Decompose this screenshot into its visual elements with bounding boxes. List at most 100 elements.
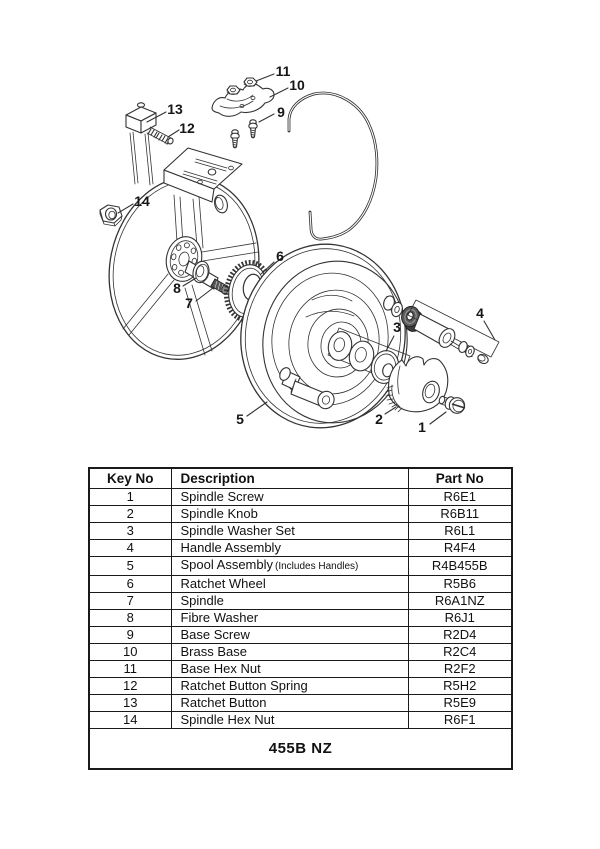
part-base-hex-nuts — [226, 77, 258, 95]
callout-8-label: 8 — [173, 280, 181, 296]
callout-2-label: 2 — [375, 411, 383, 427]
description-text: Base Hex Nut — [180, 661, 261, 677]
part-ratchet-button-spring — [146, 126, 174, 145]
table-row: 7 Spindle R6A1NZ — [88, 592, 513, 610]
part-handle-assembly — [407, 299, 500, 365]
key-cell: 6 — [88, 575, 172, 593]
description-text: Ratchet Button Spring — [180, 678, 308, 694]
callout-9-label: 9 — [277, 104, 285, 120]
table-row: 6 Ratchet Wheel R5B6 — [88, 575, 513, 593]
description-cell: Fibre Washer — [170, 609, 409, 627]
table-row: 8 Fibre Washer R6J1 — [88, 609, 513, 627]
callout-11: 11 — [255, 63, 291, 82]
exploded-diagram: 1 2 3 4 5 6 7 8 9 10 11 12 — [99, 63, 500, 435]
part-spindle-hex-nut — [99, 204, 123, 227]
key-cell: 5 — [88, 556, 172, 576]
callout-1: 1 — [418, 411, 447, 435]
part-cell: R6B11 — [407, 505, 513, 523]
part-cell: R2D4 — [407, 626, 513, 644]
key-cell: 8 — [88, 609, 172, 627]
description-text: Spindle Knob — [180, 506, 258, 522]
key-cell: 14 — [88, 711, 172, 729]
description-text: Spool Assembly — [180, 557, 274, 573]
table-footer-row: 455B NZ — [88, 728, 513, 770]
key-cell: 11 — [88, 660, 172, 678]
description-text: Base Screw — [180, 627, 250, 643]
description-cell: Spindle Washer Set — [170, 522, 409, 540]
part-cell: R5E9 — [407, 694, 513, 712]
description-cell: Handle Assembly — [170, 539, 409, 557]
part-cell: R5H2 — [407, 677, 513, 695]
description-cell: Base Hex Nut — [170, 660, 409, 678]
header-key-no: Key No — [88, 467, 172, 489]
callout-14: 14 — [117, 193, 150, 214]
part-cell: R6L1 — [407, 522, 513, 540]
part-cell: R2C4 — [407, 643, 513, 661]
table-row: 10 Brass Base R2C4 — [88, 643, 513, 661]
callout-11-label: 11 — [276, 63, 291, 79]
key-cell: 4 — [88, 539, 172, 557]
parts-table: Key No Description Part No 1 Spindle Scr… — [88, 467, 513, 770]
table-row: 4 Handle Assembly R4F4 — [88, 539, 513, 557]
callout-5: 5 — [236, 401, 268, 427]
description-text: Spindle Screw — [180, 489, 264, 505]
callout-3-label: 3 — [393, 319, 401, 335]
description-text: Brass Base — [180, 644, 247, 660]
callout-13: 13 — [146, 101, 183, 123]
callout-3: 3 — [385, 319, 401, 352]
description-text: Spindle Hex Nut — [180, 712, 275, 728]
table-header-row: Key No Description Part No — [88, 467, 513, 489]
key-cell: 12 — [88, 677, 172, 695]
callout-6-label: 6 — [276, 248, 284, 264]
part-cell: R5B6 — [407, 575, 513, 593]
description-cell: Spindle Screw — [170, 488, 409, 506]
key-cell: 10 — [88, 643, 172, 661]
callout-13-label: 13 — [167, 101, 183, 117]
key-cell: 2 — [88, 505, 172, 523]
table-row: 14 Spindle Hex Nut R6F1 — [88, 711, 513, 729]
part-cell: R4F4 — [407, 539, 513, 557]
key-cell: 9 — [88, 626, 172, 644]
callout-7: 7 — [185, 287, 214, 311]
description-text: Handle Assembly — [180, 540, 281, 556]
part-cell: R6F1 — [407, 711, 513, 729]
table-row: 5 Spool Assembly(Includes Handles) R4B45… — [88, 556, 513, 576]
description-text: Ratchet Wheel — [180, 576, 266, 592]
part-spindle-screw — [438, 395, 466, 414]
callout-1-label: 1 — [418, 419, 426, 435]
table-row: 9 Base Screw R2D4 — [88, 626, 513, 644]
part-brass-base — [211, 83, 275, 117]
callout-5-label: 5 — [236, 411, 244, 427]
callout-12: 12 — [167, 120, 195, 138]
part-cell: R6J1 — [407, 609, 513, 627]
part-cell: R4B455B — [407, 556, 513, 576]
description-cell: Spool Assembly(Includes Handles) — [170, 556, 409, 576]
table-row: 13 Ratchet Button R5E9 — [88, 694, 513, 712]
table-row: 11 Base Hex Nut R2F2 — [88, 660, 513, 678]
part-cell: R2F2 — [407, 660, 513, 678]
part-cell: R6E1 — [407, 488, 513, 506]
description-text: Ratchet Button — [180, 695, 267, 711]
description-cell: Base Screw — [170, 626, 409, 644]
description-text: Spindle — [180, 593, 224, 609]
table-row: 2 Spindle Knob R6B11 — [88, 505, 513, 523]
description-cell: Ratchet Wheel — [170, 575, 409, 593]
description-cell: Spindle Hex Nut — [170, 711, 409, 729]
key-cell: 7 — [88, 592, 172, 610]
table-row: 1 Spindle Screw R6E1 — [88, 488, 513, 506]
part-fibre-washer — [192, 260, 210, 284]
callout-9: 9 — [258, 104, 285, 123]
callout-7-label: 7 — [185, 295, 193, 311]
header-part-no: Part No — [407, 467, 513, 489]
description-cell: Ratchet Button Spring — [170, 677, 409, 695]
callout-2: 2 — [375, 406, 397, 427]
description-cell: Brass Base — [170, 643, 409, 661]
line-guide-wire — [287, 91, 379, 241]
callout-12-label: 12 — [179, 120, 195, 136]
description-cell: Ratchet Button — [170, 694, 409, 712]
key-cell: 3 — [88, 522, 172, 540]
callout-14-label: 14 — [134, 193, 150, 209]
description-cell: Spindle — [170, 592, 409, 610]
callout-4: 4 — [476, 305, 496, 341]
